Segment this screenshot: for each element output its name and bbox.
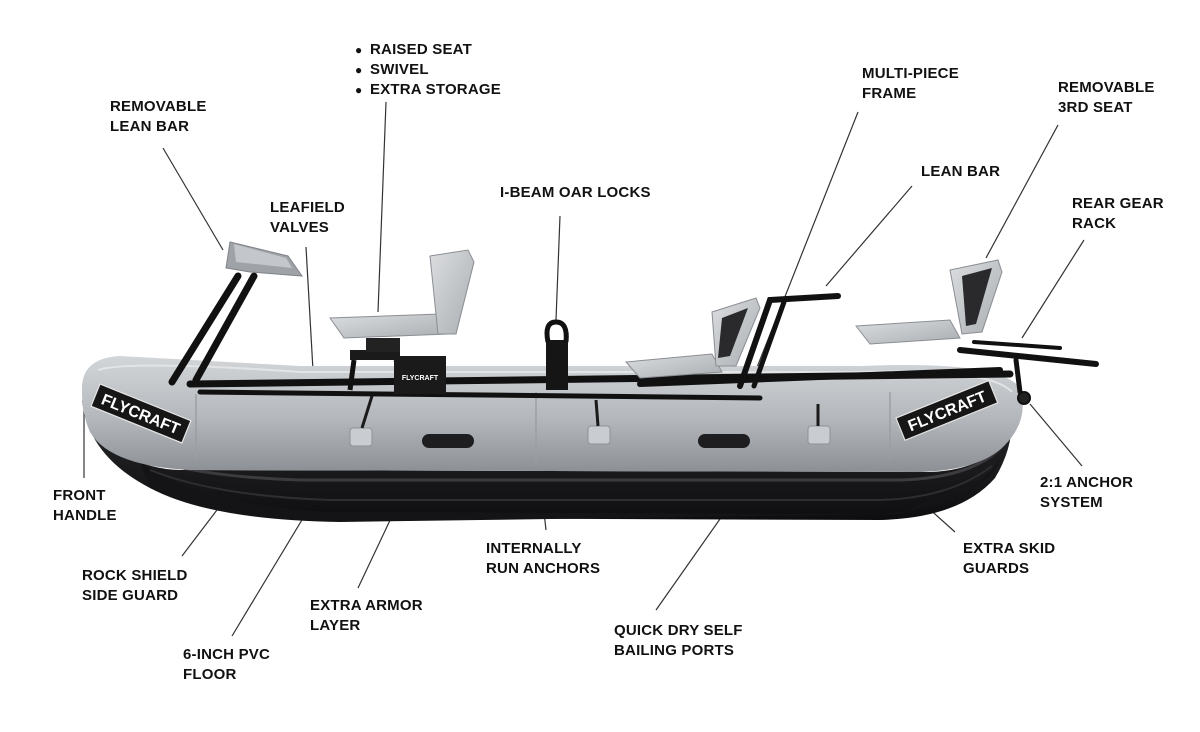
callout-rear-gear-rack: REAR GEAR RACK [1072,194,1164,234]
callout-line: 3RD SEAT [1058,99,1133,116]
leader-removable-3rd-seat [985,124,1059,259]
side-handle-1 [422,434,474,448]
oar-lock [544,319,569,390]
callout-extra-armor-layer: EXTRA ARMOR LAYER [310,596,423,636]
callout-pvc-floor: 6-INCH PVC FLOOR [183,645,270,685]
raft-hull [82,400,1012,520]
callout-line: FRAME [862,85,917,102]
callout-line: LAYER [310,617,361,634]
hull-rub-strip-lower [149,465,993,501]
leader-seat-features [377,101,387,313]
callout-line: REMOVABLE [110,98,207,115]
callout-line: MULTI-PIECE [862,65,959,82]
callout-line: 2:1 ANCHOR [1040,474,1134,491]
callout-line: I-BEAM OAR LOCKS [500,184,651,201]
callout-line: SWIVEL [355,60,501,80]
callout-line: EXTRA ARMOR [310,597,423,614]
callout-line: RACK [1072,215,1117,232]
tube-top-highlight [97,364,1013,393]
callout-line: HANDLE [53,507,117,524]
leader-anchor-system [1029,403,1083,467]
callout-line: BAILING PORTS [614,642,735,659]
seat-box-brand: FLYCRAFT [402,375,439,382]
leader-removable-lean-bar [162,147,224,251]
callout-line: GUARDS [963,560,1030,577]
callout-line: REAR GEAR [1072,195,1164,212]
callout-line: FRONT [53,487,106,504]
callout-line: LEAN BAR [110,118,190,135]
callout-extra-skid-guards: EXTRA SKID GUARDS [963,539,1055,579]
callout-leafield-valves: LEAFIELD VALVES [270,198,345,238]
callout-anchor-system: 2:1 ANCHOR SYSTEM [1040,473,1133,513]
leader-rear-gear-rack [1021,239,1085,339]
frame-rails [186,293,1014,401]
d-ring-patches [349,425,831,447]
callout-rock-shield-side-guard: ROCK SHIELD SIDE GUARD [82,566,188,606]
callout-line: INTERNALLY [486,540,582,557]
leader-leafield-valves [305,246,315,389]
tube-seams [195,392,891,462]
callout-line: FLOOR [183,666,237,683]
front-lean-bar [168,241,304,386]
callout-multi-piece-frame: MULTI-PIECE FRAME [862,64,959,104]
callout-line: ROCK SHIELD [82,567,188,584]
callout-line: VALVES [270,219,329,236]
callout-i-beam-oar-locks: I-BEAM OAR LOCKS [500,183,651,203]
callout-lean-bar: LEAN BAR [921,162,1000,182]
callout-quick-dry-self-bailing-ports: QUICK DRY SELF BAILING PORTS [614,621,743,661]
front-swivel-seat: FLYCRAFT [329,249,475,394]
callout-line: EXTRA SKID [963,540,1056,557]
callout-line: LEAN BAR [921,163,1001,180]
frame-straps [360,395,820,429]
callout-front-handle: FRONT HANDLE [53,486,117,526]
callout-line: REMOVABLE [1058,79,1155,96]
leader-lean-bar [825,185,913,287]
callout-line: 6-INCH PVC [183,646,271,663]
callout-line: SYSTEM [1040,494,1103,511]
callout-line: LEAFIELD [270,199,345,216]
callout-line: RAISED SEAT [355,40,501,60]
callout-internally-run-anchors: INTERNALLY RUN ANCHORS [486,539,600,579]
rear-third-seat [855,259,1003,345]
middle-seat [624,297,761,379]
callout-removable-3rd-seat: REMOVABLE 3RD SEAT [1058,78,1155,118]
callout-seat-features: RAISED SEATSWIVELEXTRA STORAGE [355,40,501,100]
leader-rock-shield [181,505,221,557]
callout-line: RUN ANCHORS [486,560,601,577]
side-handle-2 [698,434,750,448]
callout-line: EXTRA STORAGE [355,80,501,100]
callout-line: QUICK DRY SELF [614,622,743,639]
rear-gear-rack [957,340,1099,405]
callout-removable-lean-bar: REMOVABLE LEAN BAR [110,97,207,137]
callout-line: SIDE GUARD [82,587,179,604]
leader-oar-locks [555,215,561,321]
